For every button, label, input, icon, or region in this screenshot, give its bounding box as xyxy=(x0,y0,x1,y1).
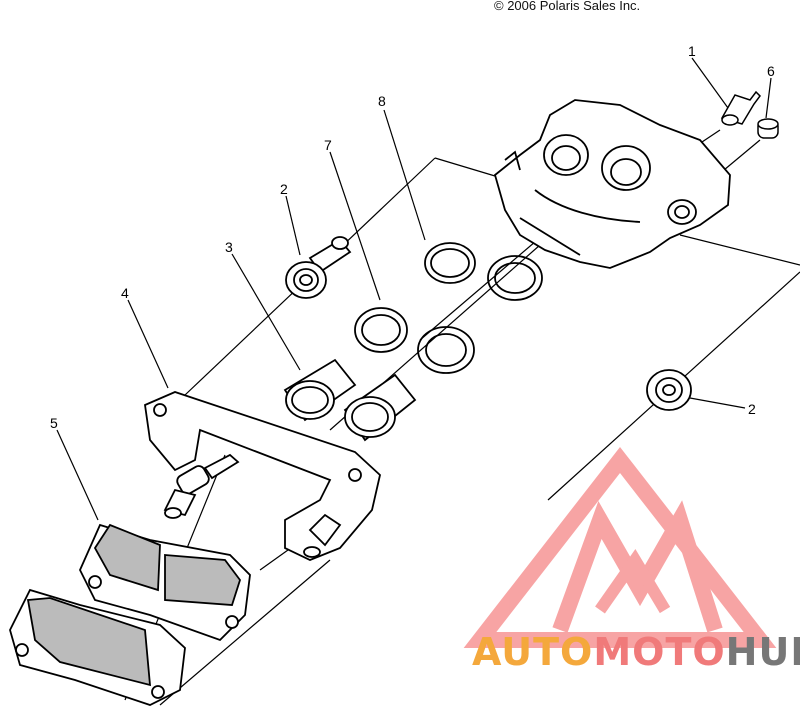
callout-1: 1 xyxy=(688,43,696,59)
callout-2-right: 2 xyxy=(748,401,756,417)
bushing-icon xyxy=(285,236,692,411)
cap-icon xyxy=(757,118,779,139)
callout-6: 6 xyxy=(767,63,775,79)
caliper-body-icon xyxy=(493,99,731,269)
watermark-auto: AUTO xyxy=(472,630,593,674)
svg-text:AUTOMOTOHUB: AUTOMOTOHUB xyxy=(472,630,800,674)
bleeder-screw-icon xyxy=(720,90,761,126)
callout-2-top: 2 xyxy=(280,181,288,197)
callout-labels: 1 6 8 7 2 3 4 5 2 xyxy=(50,43,775,431)
callout-3: 3 xyxy=(225,239,233,255)
callout-5: 5 xyxy=(50,415,58,431)
seal-ring-icon xyxy=(354,242,543,374)
piston-icon xyxy=(283,358,417,442)
logo-icon xyxy=(463,446,777,648)
copyright-notice: © 2006 Polaris Sales Inc. xyxy=(494,0,641,13)
callout-8: 8 xyxy=(378,93,386,109)
watermark: AUTOMOTOHUB xyxy=(472,630,800,674)
brake-pad-icon xyxy=(9,523,251,706)
callout-7: 7 xyxy=(324,137,332,153)
watermark-moto: MOTO xyxy=(593,630,725,674)
callout-4: 4 xyxy=(121,285,129,301)
bracket-icon xyxy=(144,391,381,561)
watermark-hub: HUB xyxy=(726,630,800,674)
